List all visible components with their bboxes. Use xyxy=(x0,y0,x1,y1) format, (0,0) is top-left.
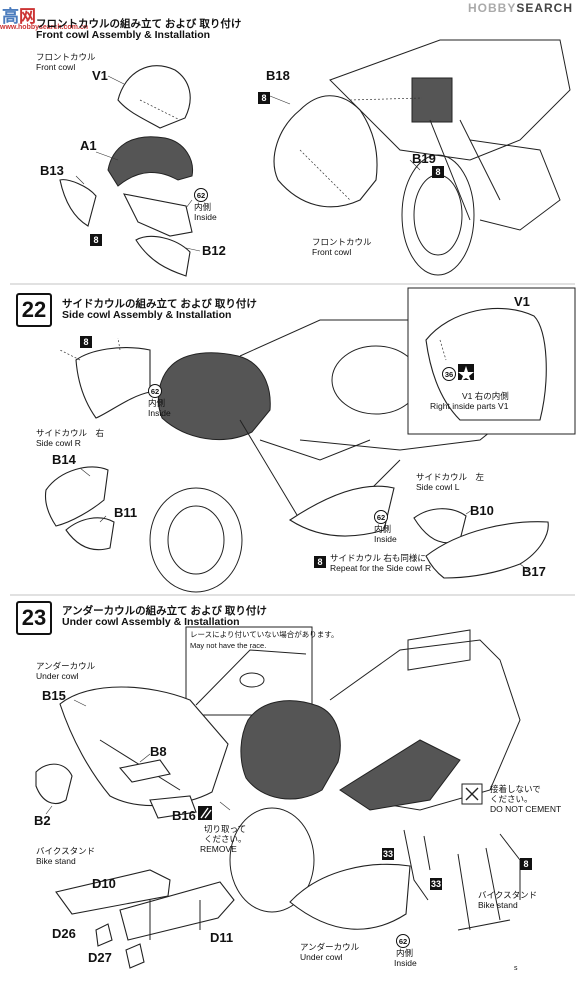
callout-62-step22-a: 62 xyxy=(148,384,162,398)
part-b10-label: B10 xyxy=(470,503,494,518)
under-cowl-label-en: Under cowl xyxy=(36,671,79,681)
callout-8-step23: 8 xyxy=(520,858,532,870)
under-cowl2-label-jp: アンダーカウル xyxy=(300,942,360,952)
part-b17-label: B17 xyxy=(522,564,546,579)
page-mark: s xyxy=(514,965,518,972)
step22-title-jp: サイドカウルの組み立て および 取り付け xyxy=(62,298,257,310)
part-a1-label: A1 xyxy=(80,138,97,153)
callout-33-a: 33 xyxy=(382,848,394,860)
step23-title-jp: アンダーカウルの組み立て および 取り付け xyxy=(62,605,267,617)
note-en: May not have the race. xyxy=(190,641,267,650)
remove-label-jp2: ください。 xyxy=(204,834,247,844)
part-b11-label: B11 xyxy=(114,505,138,520)
step23-title-en: Under cowl Assembly & Installation xyxy=(62,616,240,628)
remove-label-jp1: 切り取って xyxy=(204,824,247,834)
watermark-cn-1: 高 xyxy=(2,7,19,26)
callout-8-step21-a: 8 xyxy=(90,234,102,246)
remove-label-en: REMOVE xyxy=(200,844,237,854)
step21-title-en: Front cowl Assembly & Installation xyxy=(36,29,211,41)
inside-label-jp-step22-a: 内側 xyxy=(148,398,166,408)
watermark-logo: HOBBYSEARCH xyxy=(468,1,573,15)
part-v1-label: V1 xyxy=(92,68,108,83)
part-b8-label: B8 xyxy=(150,744,167,759)
remove-marker xyxy=(198,806,212,820)
side-cowl-l-label-jp: サイドカウル 左 xyxy=(416,472,485,482)
step21-title-jp: フロントカウルの組み立て および 取り付け xyxy=(36,18,242,30)
part-b13-label: B13 xyxy=(40,163,64,178)
part-d26-label: D26 xyxy=(52,926,76,941)
side-cowl-l-label-en: Side cowl L xyxy=(416,482,460,492)
step22-title-en: Side cowl Assembly & Installation xyxy=(62,309,232,321)
bike-stand2-label-en: Bike stand xyxy=(478,900,518,910)
no-cement-marker xyxy=(461,783,483,805)
front-cowl-label-jp: フロントカウル xyxy=(36,52,96,62)
step23-number: 23 xyxy=(16,601,52,635)
watermark-logo-1: HOBBY xyxy=(468,1,517,15)
inside-label-jp-step23: 内側 xyxy=(396,948,414,958)
part-b18-label: B18 xyxy=(266,68,290,83)
part-b12-label: B12 xyxy=(202,243,226,258)
watermark-cn-2: 网 xyxy=(19,7,36,26)
side-cowl-r-label-en: Side cowl R xyxy=(36,438,81,448)
step22-bike xyxy=(149,319,531,593)
no-cement-label-en: DO NOT CEMENT xyxy=(490,804,562,814)
callout-8-step21-b: 8 xyxy=(258,92,270,104)
part-b2-label: B2 xyxy=(34,813,51,828)
front-cowl-label-en: Front cowl xyxy=(36,62,76,72)
step23-bike xyxy=(219,629,521,930)
no-cement-label-jp2: ください。 xyxy=(490,794,533,804)
note-jp: レースにより付いていない場合があります。 xyxy=(190,630,339,639)
watermark-url: www.hobbysearch.com.cn xyxy=(0,24,89,31)
side-cowl-r-label-jp: サイドカウル 右 xyxy=(36,428,105,438)
step22-side-cowl-r-exploded xyxy=(59,337,151,419)
repeat-label-jp: サイドカウル 右も同様に xyxy=(330,553,426,563)
step22-inset-box xyxy=(407,287,576,435)
inside-label-en-step21: Inside xyxy=(194,212,217,222)
step23-under-cowl-exploded xyxy=(35,686,229,819)
callout-62-step22-b: 62 xyxy=(374,510,388,524)
part-v1-inset-label: V1 xyxy=(514,294,530,309)
callout-62-step23: 62 xyxy=(396,934,410,948)
inside-label-jp-step22-b: 内側 xyxy=(374,524,392,534)
bike-stand-label-en: Bike stand xyxy=(36,856,76,866)
step22-side-cowl-l xyxy=(413,508,549,579)
part-b15-label: B15 xyxy=(42,688,66,703)
inside-label-en-step22-a: Inside xyxy=(148,408,171,418)
callout-8-step21-c: 8 xyxy=(432,166,444,178)
callout-8-step22-b: 8 xyxy=(314,556,326,568)
part-b16-label: B16 xyxy=(172,808,196,823)
bike-stand-label-jp: バイクスタンド xyxy=(36,846,96,856)
step22-number: 22 xyxy=(16,293,52,327)
inside-label-jp-step21: 内側 xyxy=(194,202,212,212)
repeat-label-en: Repeat for the Side cowl R xyxy=(330,563,432,573)
callout-8-step22-a: 8 xyxy=(80,336,92,348)
inside-label-en-step23: Inside xyxy=(394,958,417,968)
watermark-logo-2: SEARCH xyxy=(516,1,574,15)
step22-side-cowl-r xyxy=(44,466,115,551)
watermark-cn: 高网 xyxy=(2,2,36,27)
step23-bike-stand-left xyxy=(55,869,235,969)
inside-label-en-step22-b: Inside xyxy=(374,534,397,544)
step21-exploded-cowl xyxy=(59,65,201,277)
under-cowl-label-jp: アンダーカウル xyxy=(36,661,96,671)
part-d11-label: D11 xyxy=(210,930,234,945)
part-b14-label: B14 xyxy=(52,452,76,467)
part-d27-label: D27 xyxy=(88,950,112,965)
part-b19-label: B19 xyxy=(412,151,436,166)
under-cowl2-label-en: Under cowl xyxy=(300,952,343,962)
callout-36: 36 xyxy=(442,367,456,381)
callout-33-b: 33 xyxy=(430,878,442,890)
right-inside-label-jp: V1 右の内側 xyxy=(462,391,509,401)
step23-bike-stand-right xyxy=(403,829,521,931)
front-cowl2-label-jp: フロントカウル xyxy=(312,237,372,247)
bike-stand2-label-jp: バイクスタンド xyxy=(478,890,538,900)
right-inside-label-en: Right inside parts V1 xyxy=(430,401,509,411)
callout-62-step21: 62 xyxy=(194,188,208,202)
front-cowl2-label-en: Front cowl xyxy=(312,247,352,257)
no-cement-label-jp1: 接着しないで xyxy=(490,784,541,794)
part-d10-label: D10 xyxy=(92,876,116,891)
